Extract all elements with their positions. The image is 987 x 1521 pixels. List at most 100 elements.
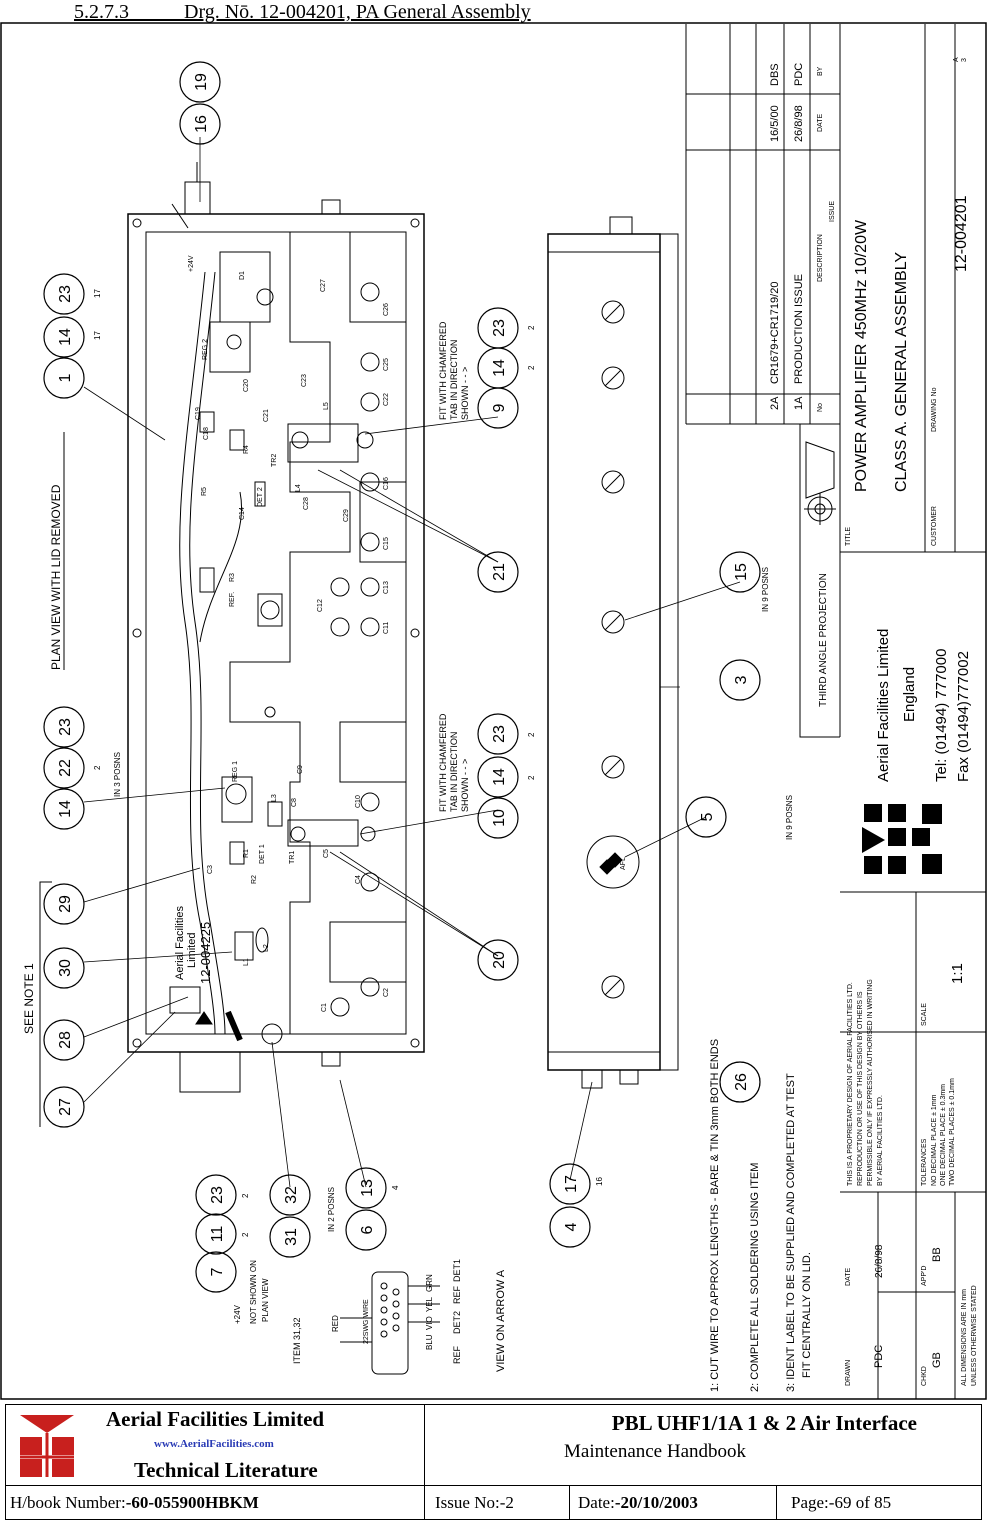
fit-note-lower: FIT WITH CHAMFERED TAB IN DIRECTION SHOW… (438, 713, 470, 812)
footer-issue-cell: Issue No:-2 (424, 1485, 570, 1520)
svg-text:13: 13 (359, 1179, 376, 1197)
svg-text:BY: BY (817, 66, 824, 76)
svg-text:NOT SHOWN ON: NOT SHOWN ON (249, 1260, 258, 1324)
svg-text:26: 26 (733, 1073, 750, 1091)
balloon: 7 (195, 1251, 237, 1293)
svg-text:16: 16 (595, 1177, 604, 1186)
svg-text:4: 4 (563, 1222, 580, 1231)
svg-text:C15: C15 (383, 537, 390, 550)
svg-text:C1: C1 (321, 1003, 328, 1012)
svg-text:2: 2 (527, 775, 536, 780)
svg-text:32: 32 (283, 1186, 300, 1204)
balloon: 23 (195, 1174, 237, 1216)
drawing-frame (0, 22, 987, 1400)
svg-text:C27: C27 (320, 279, 327, 292)
svg-text:C18: C18 (203, 427, 210, 440)
company-fax: Fax (01494)777002 (955, 651, 972, 782)
balloon: 20 (477, 939, 519, 981)
svg-text:14: 14 (57, 800, 74, 818)
svg-text:PDC: PDC (793, 63, 805, 86)
balloon: 30 (43, 947, 85, 989)
svg-text:19: 19 (193, 73, 210, 91)
svg-text:C22: C22 (383, 393, 390, 406)
svg-text:THIS IS A PROPRIETARY DESIGN O: THIS IS A PROPRIETARY DESIGN OF AERIAL F… (847, 982, 854, 1186)
svg-text:C23: C23 (301, 374, 308, 387)
svg-text:23: 23 (491, 319, 508, 337)
svg-text:2: 2 (241, 1193, 250, 1198)
svg-text:4: 4 (391, 1185, 400, 1190)
balloon: 23 (43, 706, 85, 748)
svg-text:23: 23 (491, 725, 508, 743)
svg-text:REF.: REF. (229, 592, 236, 607)
footer-page: Page:-69 of 85 (791, 1493, 892, 1512)
balloon: 9 (477, 387, 519, 429)
company-name: Aerial Facilities Limited (875, 629, 892, 782)
svg-text:BY AERIAL FACILITIES LTD.: BY AERIAL FACILITIES LTD. (877, 1095, 884, 1186)
footer-product: PBL UHF1/1A 1 & 2 Air Interface (611, 1411, 917, 1435)
footer-website-link[interactable]: www.AerialFacilities.com (154, 1438, 274, 1450)
svg-text:3: 3 (733, 675, 750, 684)
svg-text:C10: C10 (355, 795, 362, 808)
svg-text:17: 17 (563, 1175, 580, 1193)
balloon: 29 (43, 883, 85, 925)
svg-text:DBS: DBS (769, 63, 781, 86)
svg-text:TOLERANCES: TOLERANCES (921, 1138, 928, 1186)
svg-text:C4: C4 (355, 875, 362, 884)
general-notes: 1: CUT WIRE TO APPROX LENGTHS - BARE & T… (709, 1039, 813, 1392)
footer-page-cell: Page:-69 of 85 (776, 1485, 982, 1520)
svg-text:TR1: TR1 (289, 851, 296, 864)
svg-text:GRN: GRN (425, 1274, 434, 1292)
svg-text:APP'D: APP'D (921, 1266, 928, 1286)
svg-text:No: No (817, 403, 824, 412)
svg-text:2: 2 (527, 732, 536, 737)
svg-text:CHKD: CHKD (921, 1366, 928, 1386)
svg-text:C25: C25 (383, 358, 390, 371)
svg-text:REF: REF (452, 1285, 462, 1304)
title-block (685, 24, 986, 1399)
svg-text:1A: 1A (793, 396, 805, 410)
svg-text:2: 2 (527, 365, 536, 370)
svg-text:REG 1: REG 1 (232, 761, 239, 782)
balloon: 14 (477, 756, 519, 798)
svg-text:Limited: Limited (186, 933, 198, 968)
svg-text:1: 1 (57, 373, 74, 382)
svg-text:+24V: +24V (233, 1304, 242, 1324)
svg-text:C5: C5 (323, 849, 330, 858)
component-references: D1 REG 2 +24V C27 C26 C25 C23 C22 C21 C2… (188, 255, 390, 1012)
svg-text:14: 14 (491, 359, 508, 377)
section-number: 5.2.7.3 (74, 1, 129, 23)
svg-text:16/5/00: 16/5/00 (769, 105, 781, 142)
svg-text:R4: R4 (243, 445, 250, 454)
balloon: 1 (43, 357, 85, 399)
svg-text:20: 20 (491, 951, 508, 969)
svg-text:C28: C28 (303, 497, 310, 510)
svg-text:BB: BB (931, 1247, 943, 1262)
svg-text:2: 2 (527, 325, 536, 330)
svg-text:UNLESS OTHERWISE STATED: UNLESS OTHERWISE STATED (971, 1285, 978, 1386)
afl-logo-icon (20, 1415, 74, 1477)
balloon: 21 (477, 551, 519, 593)
svg-text:2: 2 (93, 765, 102, 770)
svg-text:DATE: DATE (817, 114, 824, 132)
balloon: 31 (269, 1216, 311, 1258)
svg-text:L5: L5 (323, 402, 330, 410)
balloon: 16 (179, 103, 221, 145)
svg-text:C9: C9 (297, 765, 304, 774)
svg-text:PRODUCTION ISSUE: PRODUCTION ISSUE (793, 274, 805, 384)
svg-text:RED: RED (331, 1315, 340, 1332)
drawing-title-line1: POWER AMPLIFIER 450MHz 10/20W (853, 219, 870, 492)
svg-text:C26: C26 (383, 303, 390, 316)
section-title: Drg. Nō. 12-004201, PA General Assembly (184, 1, 531, 23)
svg-text:GB: GB (931, 1352, 943, 1368)
svg-text:C3: C3 (207, 865, 214, 874)
svg-text:23: 23 (57, 718, 74, 736)
svg-text:DET2: DET2 (452, 1311, 462, 1334)
footer-product-cell: PBL UHF1/1A 1 & 2 Air Interface Maintena… (424, 1404, 982, 1486)
svg-text:6: 6 (359, 1225, 376, 1234)
svg-text:29: 29 (57, 895, 74, 913)
svg-text:FIT WITH CHAMFERED: FIT WITH CHAMFERED (438, 321, 448, 420)
svg-text:DET1: DET1 (452, 1259, 462, 1282)
balloon: 6 (345, 1209, 387, 1251)
footer-date-cell: Date:-20/10/2003 (569, 1485, 777, 1520)
svg-text:AFL: AFL (620, 857, 627, 870)
